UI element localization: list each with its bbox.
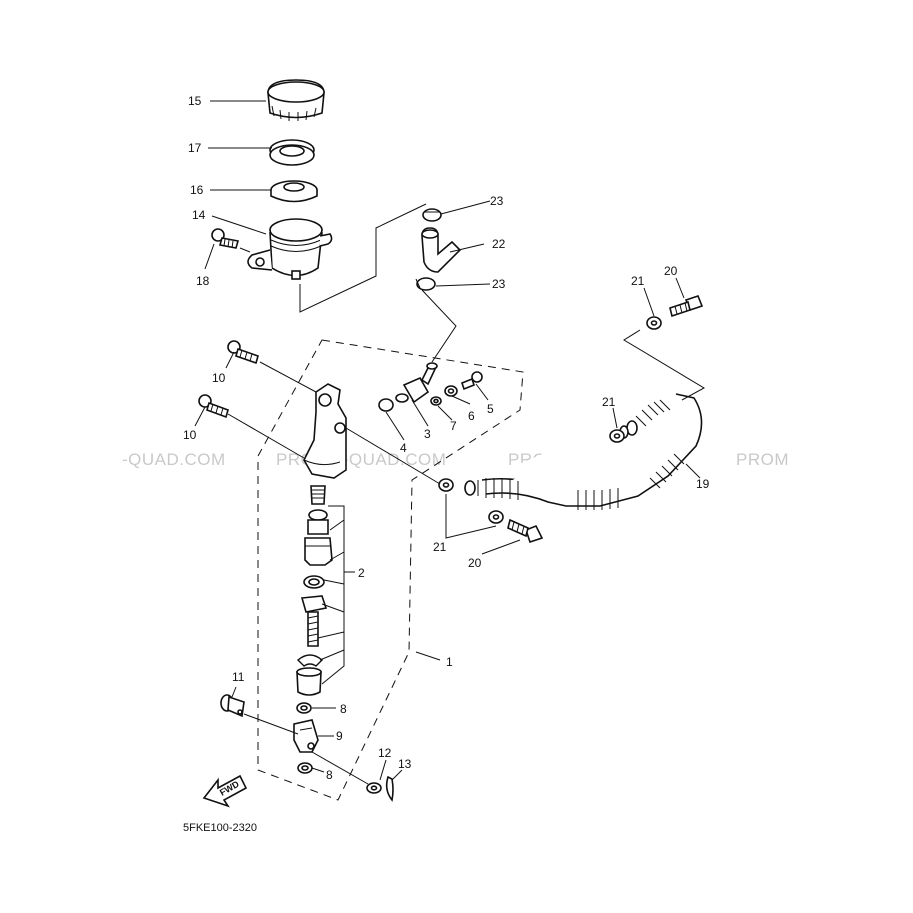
callout-22: 22: [492, 237, 506, 251]
union-bolt-lower: [507, 518, 544, 544]
callout-1: 1: [446, 655, 453, 669]
cotter-pin: [385, 775, 394, 802]
reservoir-hose-clamp-top: [422, 208, 442, 222]
reservoir-diaphragm-plate: [269, 139, 315, 166]
reservoir-bolt: [211, 228, 240, 249]
piston-kit: [296, 485, 333, 696]
copper-washer-upper: [646, 316, 662, 330]
reservoir-hose-clamp-bottom: [415, 277, 436, 291]
callout-2: 2: [358, 566, 365, 580]
callout-23-top: 23: [490, 194, 504, 208]
callout-6: 6: [468, 409, 475, 423]
locknut-lower: [297, 762, 313, 774]
reservoir-hose: [421, 227, 462, 273]
callout-7: 7: [450, 419, 457, 433]
master-cylinder-bolt-upper: [227, 340, 259, 365]
reservoir-cap: [267, 79, 325, 121]
callout-16: 16: [190, 183, 204, 197]
copper-washer-mid: [609, 429, 625, 443]
callout-10-upper: 10: [212, 371, 226, 385]
leader-lines: [194, 100, 706, 785]
callout-5: 5: [487, 402, 494, 416]
reservoir-diaphragm: [270, 180, 318, 203]
watermark-text-2: PROMO-QUAD.COM: [276, 450, 446, 469]
brake-hose: [464, 393, 703, 510]
callout-18: 18: [196, 274, 210, 288]
joint-washer-small: [430, 396, 442, 406]
callout-13: 13: [398, 757, 412, 771]
callout-21-mid: 21: [602, 395, 616, 409]
callout-4: 4: [400, 441, 407, 455]
callout-8-lower: 8: [326, 768, 333, 782]
callout-21-upper: 21: [631, 274, 645, 288]
callout-10-lower: 10: [183, 428, 197, 442]
callout-8-upper: 8: [340, 702, 347, 716]
callout-19: 19: [696, 477, 710, 491]
pin-washer: [366, 782, 382, 794]
union-bolt-upper: [669, 295, 704, 318]
master-cylinder-body: [303, 383, 347, 479]
copper-washer-left: [438, 478, 454, 492]
o-ring: [378, 398, 394, 412]
diagram-code: 5FKE100-2320: [183, 822, 257, 834]
fwd-arrow-icon: FWD: [202, 774, 248, 808]
clevis: [293, 719, 319, 753]
hose-joint: [395, 362, 438, 404]
callouts: 15 17 16 14 18 23 22 23 10 10 4 3 7 6 5 …: [183, 94, 710, 782]
callout-23-bottom: 23: [492, 277, 506, 291]
joint-washer-large: [444, 385, 458, 397]
callout-14: 14: [192, 208, 206, 222]
assembly-outline: [257, 339, 524, 801]
callout-15: 15: [188, 94, 202, 108]
master-cylinder-bolt-lower: [198, 394, 229, 419]
clevis-pin: [220, 694, 245, 718]
watermark-text-4: PROM: [736, 450, 789, 469]
callout-12: 12: [378, 746, 392, 760]
callout-17: 17: [188, 141, 202, 155]
callout-20-lower: 20: [468, 556, 482, 570]
callout-11: 11: [232, 670, 245, 684]
copper-washer-right: [488, 510, 504, 524]
locknut-upper: [296, 702, 312, 714]
callout-3: 3: [424, 427, 431, 441]
joint-screw: [461, 371, 483, 391]
reservoir-tank: [247, 218, 333, 280]
callout-9: 9: [336, 729, 343, 743]
callout-21-left: 21: [433, 540, 447, 554]
callout-20-upper: 20: [664, 264, 678, 278]
watermark-text-1: -QUAD.COM: [122, 450, 226, 469]
